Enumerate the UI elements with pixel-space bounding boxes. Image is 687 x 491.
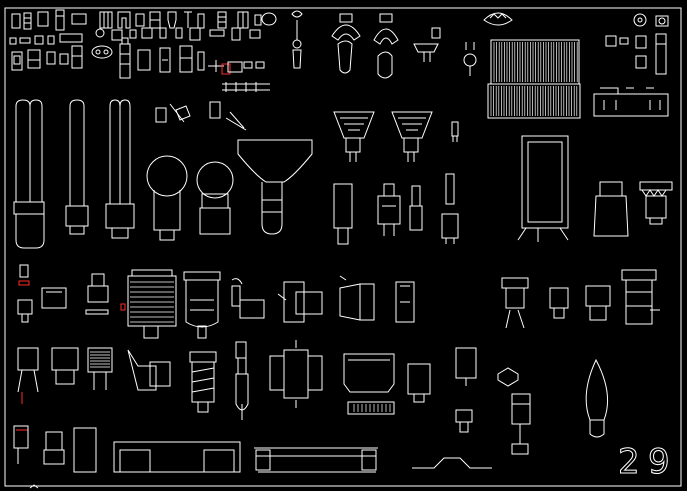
- candle-bulb: [586, 360, 607, 437]
- cone-holder: [340, 276, 374, 320]
- wall-plug: [464, 42, 476, 76]
- wired-holder: [232, 279, 264, 318]
- ribbed-holder-1: [121, 270, 176, 338]
- lamp-clip-right: [374, 14, 398, 78]
- socket-holder-2: [640, 182, 672, 224]
- tall-holder: [236, 342, 248, 420]
- reflector-lamp: [238, 140, 312, 234]
- bottom-holder-1: [44, 432, 64, 464]
- cfl-tube-2: [66, 100, 88, 234]
- red-detail-lamp: [14, 392, 28, 464]
- capsule-lamp-1: [334, 184, 352, 244]
- bottom-holder-2: [74, 428, 96, 472]
- page-digit-right: 9: [648, 442, 670, 482]
- flange-holder: [270, 340, 322, 408]
- heatsink-grille: [488, 40, 580, 118]
- batten-fixture: [114, 442, 240, 472]
- cfl-tube-3: [106, 100, 134, 238]
- capsule-lamp-2: [378, 184, 400, 236]
- socket-holder-5: [586, 286, 610, 320]
- lamp-clip-left: [332, 14, 360, 73]
- capsule-lamp-4: [442, 174, 458, 244]
- drawing-border: [5, 8, 681, 486]
- lower-holder-2: [52, 348, 78, 384]
- cable-holder: [498, 368, 530, 454]
- lower-holder-3: [88, 348, 112, 390]
- lower-holder-1: [18, 348, 38, 392]
- tube-fixture: [254, 448, 378, 472]
- socket-holder-4: [550, 288, 568, 318]
- page-digit-left: 2: [618, 442, 640, 482]
- capsule-lamp-3: [410, 186, 422, 230]
- switch-accessories: [606, 14, 668, 74]
- box-lamp: [344, 354, 394, 414]
- socket-holder-1: [594, 182, 628, 236]
- plug-holder: [396, 282, 414, 322]
- side-holder: [408, 364, 430, 402]
- holder-small-2: [42, 288, 66, 308]
- mr16-spotlight-1: [334, 112, 374, 162]
- spiral-holder: [190, 352, 216, 412]
- socket-holder-3: [502, 278, 528, 328]
- page-number: 2 9: [618, 442, 671, 483]
- socket-holder-6: [622, 270, 660, 324]
- track-fixture: [594, 88, 668, 116]
- capsule-lamp-small: [452, 122, 458, 142]
- small-hardware-group: [10, 10, 276, 92]
- decorative-fixture: [484, 13, 512, 25]
- angle-holder: [278, 282, 322, 322]
- cfl-tube-1: [14, 100, 44, 248]
- switch-holder: [456, 348, 476, 432]
- mirror-frame: [518, 136, 568, 242]
- ribbed-holder-2: [184, 272, 220, 338]
- holder-small-1: [18, 265, 32, 322]
- ceiling-fitting: [414, 28, 440, 62]
- holder-small-3: [86, 274, 108, 314]
- cable-clamps: [156, 102, 246, 130]
- profile-rail: [412, 458, 492, 468]
- mr16-spotlight-2: [392, 112, 432, 162]
- mushroom-bulb: [197, 162, 233, 234]
- pendant-lamp: [292, 11, 302, 68]
- lower-holder-4: [128, 350, 170, 390]
- globe-bulb: [147, 156, 187, 240]
